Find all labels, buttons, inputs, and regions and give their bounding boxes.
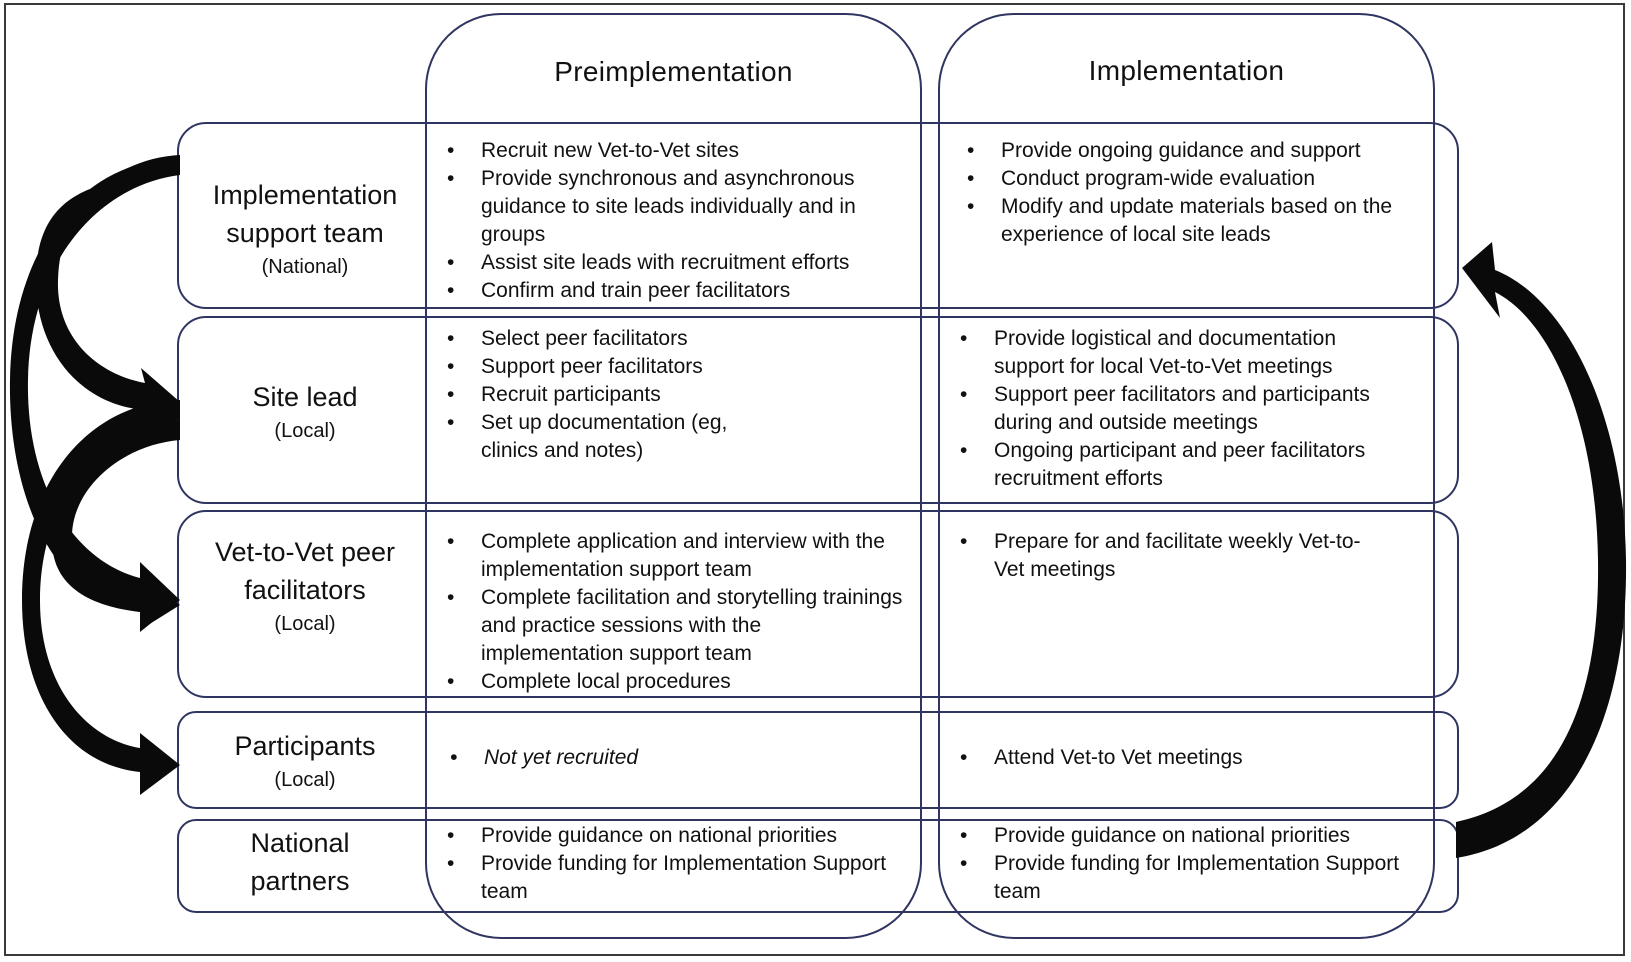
role-name: Participants — [234, 731, 376, 761]
task-item: Support peer facilitators — [447, 353, 747, 381]
task-item: Recruit new Vet-to-Vet sites — [447, 137, 907, 165]
implementation-tasks-site-lead: Provide logistical and documentation sup… — [960, 325, 1405, 493]
task-item: Assist site leads with recruitment effor… — [447, 249, 907, 277]
task-item: Prepare for and facilitate weekly Vet-to… — [960, 528, 1380, 584]
role-implementation-support-team: Implementation support team (National) — [180, 176, 430, 282]
role-name: Site lead — [252, 382, 358, 412]
task-item: Provide funding for Implementation Suppo… — [447, 850, 907, 906]
arrows-left — [9, 155, 180, 795]
task-item: Conduct program-wide evaluation — [967, 165, 1412, 193]
task-item: Set up documentation (eg, clinics and no… — [447, 409, 747, 465]
implementation-tasks-peer-facilitators: Prepare for and facilitate weekly Vet-to… — [960, 528, 1380, 584]
role-name: Implementation support team — [212, 180, 398, 248]
column-title-implementation: Implementation — [1088, 55, 1285, 86]
task-item: Attend Vet-to Vet meetings — [960, 744, 1380, 772]
task-item: Provide guidance on national priorities — [447, 822, 907, 850]
preimplementation-tasks-support-team: Recruit new Vet-to-Vet sites Provide syn… — [447, 137, 907, 305]
role-scope: (Local) — [274, 420, 336, 442]
task-item: Complete facilitation and storytelling t… — [447, 584, 907, 668]
preimplementation-column-box — [425, 13, 922, 939]
task-item: Complete application and interview with … — [447, 528, 907, 584]
role-name: Vet-to-Vet peer facilitators — [214, 537, 396, 605]
arrow-site-lead-to-peer-facilitators — [52, 420, 180, 630]
preimplementation-tasks-site-lead: Select peer facilitators Support peer fa… — [447, 325, 747, 465]
row-box-participants — [177, 711, 1459, 809]
task-item: Provide funding for Implementation Suppo… — [960, 850, 1405, 906]
task-item: Modify and update materials based on the… — [967, 193, 1412, 249]
preimplementation-tasks-participants: Not yet recruited — [450, 744, 870, 772]
task-item: Select peer facilitators — [447, 325, 747, 353]
row-box-implementation-support-team — [177, 122, 1459, 309]
role-national-partners: National partners — [180, 824, 420, 900]
arrow-national-partners-to-support-team — [1456, 242, 1627, 858]
implementation-tasks-participants: Attend Vet-to Vet meetings — [960, 744, 1380, 772]
arrow-right — [1456, 242, 1627, 858]
preimplementation-tasks-peer-facilitators: Complete application and interview with … — [447, 528, 907, 696]
task-item: Ongoing participant and peer facilitator… — [960, 437, 1405, 493]
task-item: Confirm and train peer facilitators — [447, 277, 907, 305]
task-item: Support peer facilitators and participan… — [960, 381, 1405, 437]
task-item: Provide synchronous and asynchronous gui… — [447, 165, 907, 249]
role-peer-facilitators: Vet-to-Vet peer facilitators (Local) — [180, 533, 430, 639]
task-item: Provide guidance on national priorities — [960, 822, 1405, 850]
role-scope: (Local) — [274, 769, 336, 791]
role-name: National partners — [250, 828, 350, 896]
task-item: Complete local procedures — [447, 668, 907, 696]
column-title-preimplementation: Preimplementation — [554, 56, 793, 87]
row-box-national-partners — [177, 819, 1459, 913]
role-participants: Participants (Local) — [180, 727, 430, 795]
role-scope: (National) — [261, 256, 349, 278]
figure-frame — [4, 3, 1625, 956]
task-item: Provide logistical and documentation sup… — [960, 325, 1405, 381]
role-scope: (Local) — [274, 613, 336, 635]
implementation-tasks-support-team: Provide ongoing guidance and support Con… — [967, 137, 1412, 249]
task-item: Provide ongoing guidance and support — [967, 137, 1412, 165]
arrow-support-team-to-site-lead — [35, 155, 180, 430]
task-item: Recruit participants — [447, 381, 747, 409]
implementation-column-box — [938, 13, 1435, 939]
preimplementation-tasks-national-partners: Provide guidance on national priorities … — [447, 822, 907, 906]
task-item: Not yet recruited — [450, 744, 870, 772]
role-site-lead: Site lead (Local) — [180, 378, 430, 446]
implementation-tasks-national-partners: Provide guidance on national priorities … — [960, 822, 1405, 906]
